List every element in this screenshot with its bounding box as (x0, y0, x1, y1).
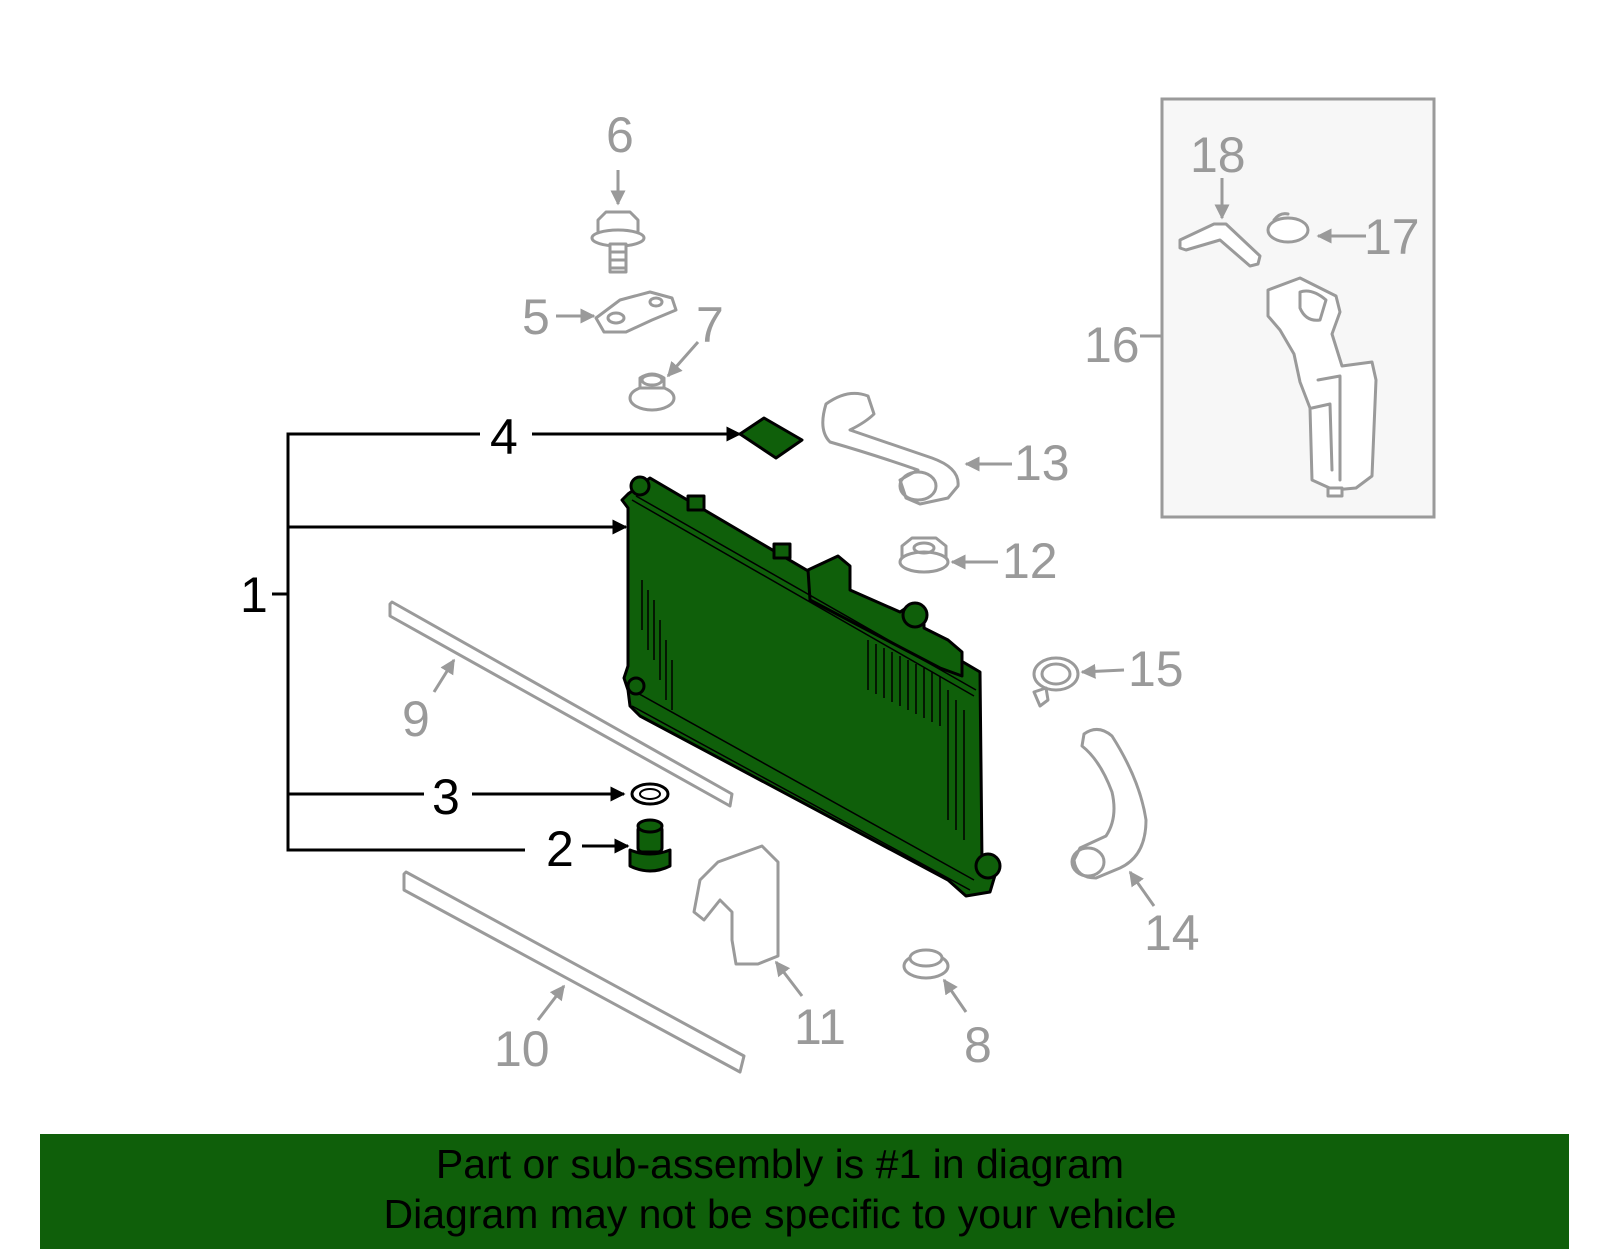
callout-14: 14 (1144, 905, 1200, 961)
bolt (590, 210, 646, 274)
callout-10: 10 (494, 1021, 550, 1077)
radiator-fins (641, 580, 965, 840)
leader-lines (432, 170, 1366, 1021)
o-ring (630, 782, 670, 806)
lower-hose (1072, 728, 1148, 880)
banner-line-disclaimer: Diagram may not be specific to your vehi… (383, 1191, 1177, 1237)
air-guide (692, 844, 780, 966)
label-plate (738, 416, 804, 460)
hose-clamp (1032, 656, 1080, 708)
info-banner: Part or sub-assembly is #1 in diagram Di… (40, 1134, 1569, 1249)
radiator-cap (898, 536, 950, 574)
callout-4: 4 (490, 409, 518, 465)
callout-2: 2 (546, 821, 574, 877)
callout-labels: 1 2 3 4 5 6 7 8 9 10 11 12 13 14 15 16 1… (240, 107, 1420, 1077)
callout-12: 12 (1002, 533, 1058, 589)
mounting-bracket (594, 290, 678, 334)
banner-line-primary: Part or sub-assembly is #1 in diagram (435, 1141, 1125, 1187)
coolant-reservoir (1266, 276, 1378, 498)
callout-15: 15 (1128, 641, 1184, 697)
upper-hose (821, 391, 960, 506)
callout-6: 6 (606, 107, 634, 163)
callout-13: 13 (1014, 435, 1070, 491)
lower-seal-strip (402, 870, 746, 1074)
callout-9: 9 (402, 691, 430, 747)
upper-seal-strip (388, 600, 734, 808)
assembly-bracket (272, 426, 742, 854)
reservoir-cap (1266, 212, 1310, 244)
callout-18: 18 (1190, 127, 1246, 183)
callout-17: 17 (1364, 209, 1420, 265)
upper-grommet (628, 372, 676, 412)
callout-11: 11 (794, 999, 846, 1055)
callout-16: 16 (1084, 317, 1140, 373)
callout-8: 8 (964, 1017, 992, 1073)
callout-1: 1 (240, 567, 268, 623)
callout-3: 3 (432, 769, 460, 825)
drain-plug (628, 818, 672, 873)
radiator-assembly (620, 475, 1002, 898)
callout-7: 7 (696, 297, 724, 353)
lower-grommet (902, 948, 950, 980)
callout-5: 5 (522, 289, 550, 345)
overflow-hose (1178, 222, 1262, 268)
